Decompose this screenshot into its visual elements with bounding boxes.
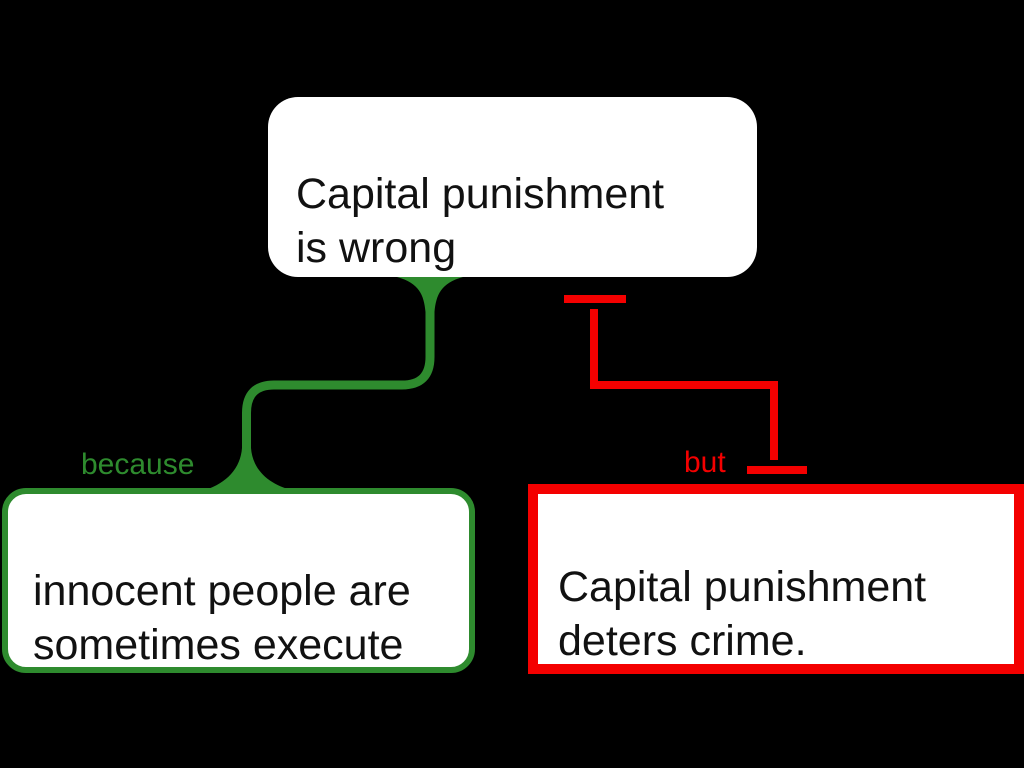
attack-connector-lower-vertical <box>770 381 778 460</box>
support-connector-line <box>242 308 435 452</box>
attack-connector[interactable] <box>564 295 807 474</box>
attack-connector-upper-vertical <box>590 309 598 389</box>
claim-node[interactable]: Capital punishment is wrong <box>268 97 757 277</box>
reason-node-text: innocent people are sometimes execute <box>33 567 411 669</box>
support-connector-top-funnel <box>397 277 463 312</box>
attack-connector-top-bar <box>564 295 626 303</box>
but-label: but <box>684 446 726 479</box>
support-connector-bottom-funnel <box>205 448 291 490</box>
because-label: because <box>81 448 195 481</box>
claim-node-text: Capital punishment is wrong <box>296 170 665 272</box>
objection-node-text: Capital punishment deters crime. <box>558 563 927 665</box>
reason-node[interactable]: innocent people are sometimes execute <box>2 488 475 673</box>
support-connector[interactable] <box>205 277 463 490</box>
attack-connector-horizontal <box>590 381 778 389</box>
objection-node[interactable]: Capital punishment deters crime. <box>528 484 1024 674</box>
attack-connector-bottom-bar <box>747 466 807 474</box>
